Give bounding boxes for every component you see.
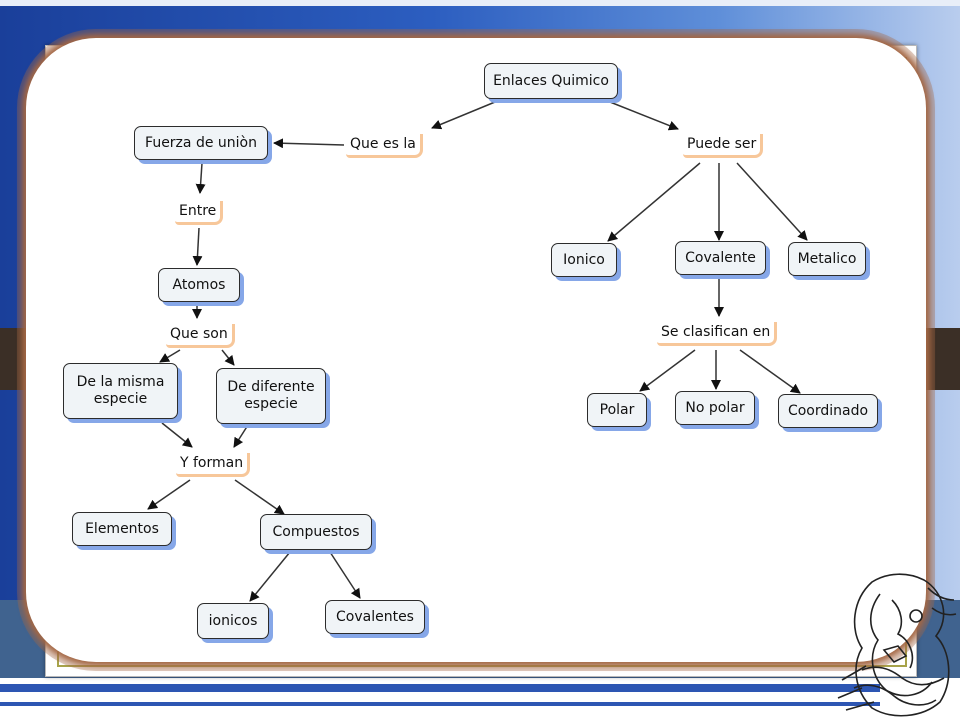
link-y-forman: Y forman: [176, 453, 251, 477]
university-seal-emblem-icon: [837, 573, 957, 717]
node-coordinado: Coordinado: [778, 394, 878, 428]
node-polar: Polar: [587, 393, 647, 427]
node-compuestos: Compuestos: [260, 514, 372, 550]
node-metalico: Metalico: [788, 242, 866, 276]
bottom-line-thick: [0, 684, 880, 692]
link-que-son: Que son: [166, 324, 235, 348]
node-ionico: Ionico: [551, 243, 617, 277]
link-se-clasifican-en: Se clasifican en: [657, 322, 778, 346]
node-no-polar: No polar: [675, 391, 755, 425]
link-entre: Entre: [175, 201, 224, 225]
node-covalentes: Covalentes: [325, 600, 425, 634]
top-band: [0, 0, 960, 6]
node-fuerza-de-union: Fuerza de uniòn: [134, 126, 268, 160]
bottom-line-thin: [0, 702, 880, 706]
node-atomos: Atomos: [158, 268, 240, 302]
node-elementos: Elementos: [72, 512, 172, 546]
node-ionicos: ionicos: [197, 603, 269, 639]
link-que-es-la: Que es la: [346, 134, 423, 158]
node-de-diferente-especie: De diferente especie: [216, 368, 326, 424]
node-covalente: Covalente: [675, 241, 766, 275]
link-puede-ser: Puede ser: [683, 134, 764, 158]
node-enlaces-quimico: Enlaces Quimico: [484, 63, 618, 99]
node-de-la-misma-especie: De la misma especie: [63, 363, 178, 419]
